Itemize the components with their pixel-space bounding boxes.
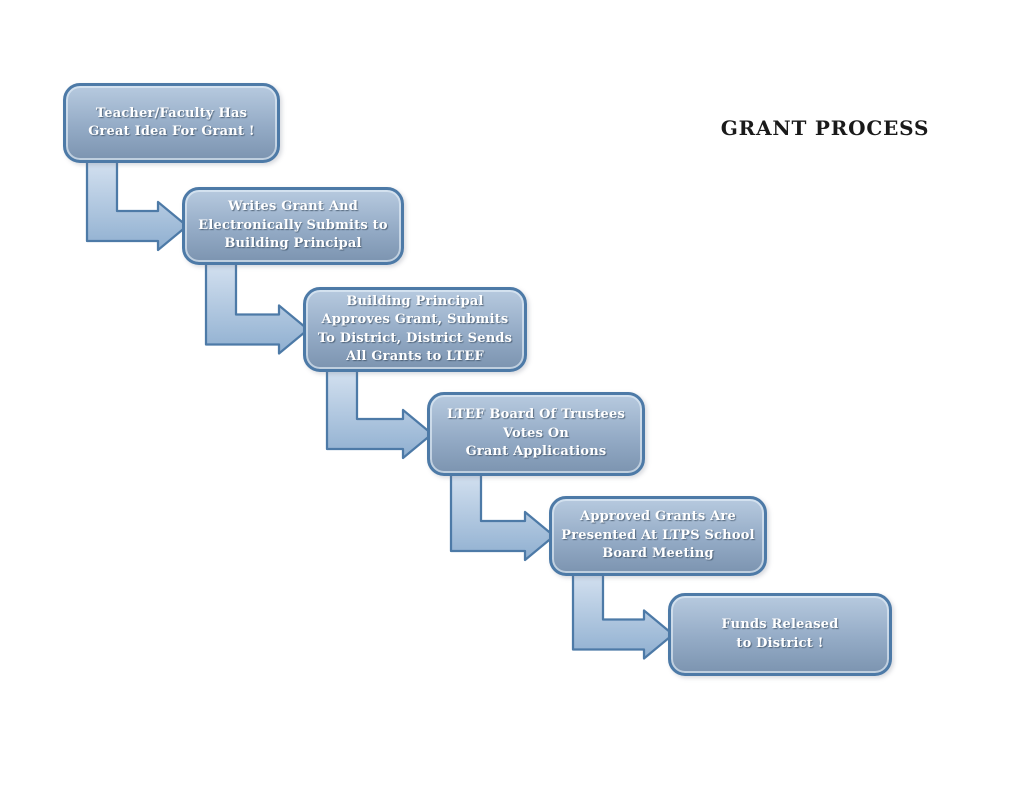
flow-step-principal-approval: Building Principal Approves Grant, Submi… <box>303 287 527 372</box>
flow-arrow-1 <box>85 153 189 252</box>
flow-step-idea: Teacher/Faculty Has Great Idea For Grant… <box>63 83 280 163</box>
flow-arrow-5 <box>571 566 675 660</box>
flow-step-funds-released: Funds Released to District ! <box>668 593 892 676</box>
flow-arrow-2 <box>204 255 310 355</box>
flow-step-ltef-board-vote: LTEF Board Of Trustees Votes On Grant Ap… <box>427 392 645 476</box>
flow-step-write-and-submit: Writes Grant And Electronically Submits … <box>182 187 404 265</box>
flow-arrow-3 <box>325 362 434 460</box>
flow-arrow-4 <box>449 466 556 562</box>
flow-step-board-presentation: Approved Grants Are Presented At LTPS Sc… <box>549 496 767 576</box>
diagram-title: GRANT PROCESS <box>720 116 930 140</box>
